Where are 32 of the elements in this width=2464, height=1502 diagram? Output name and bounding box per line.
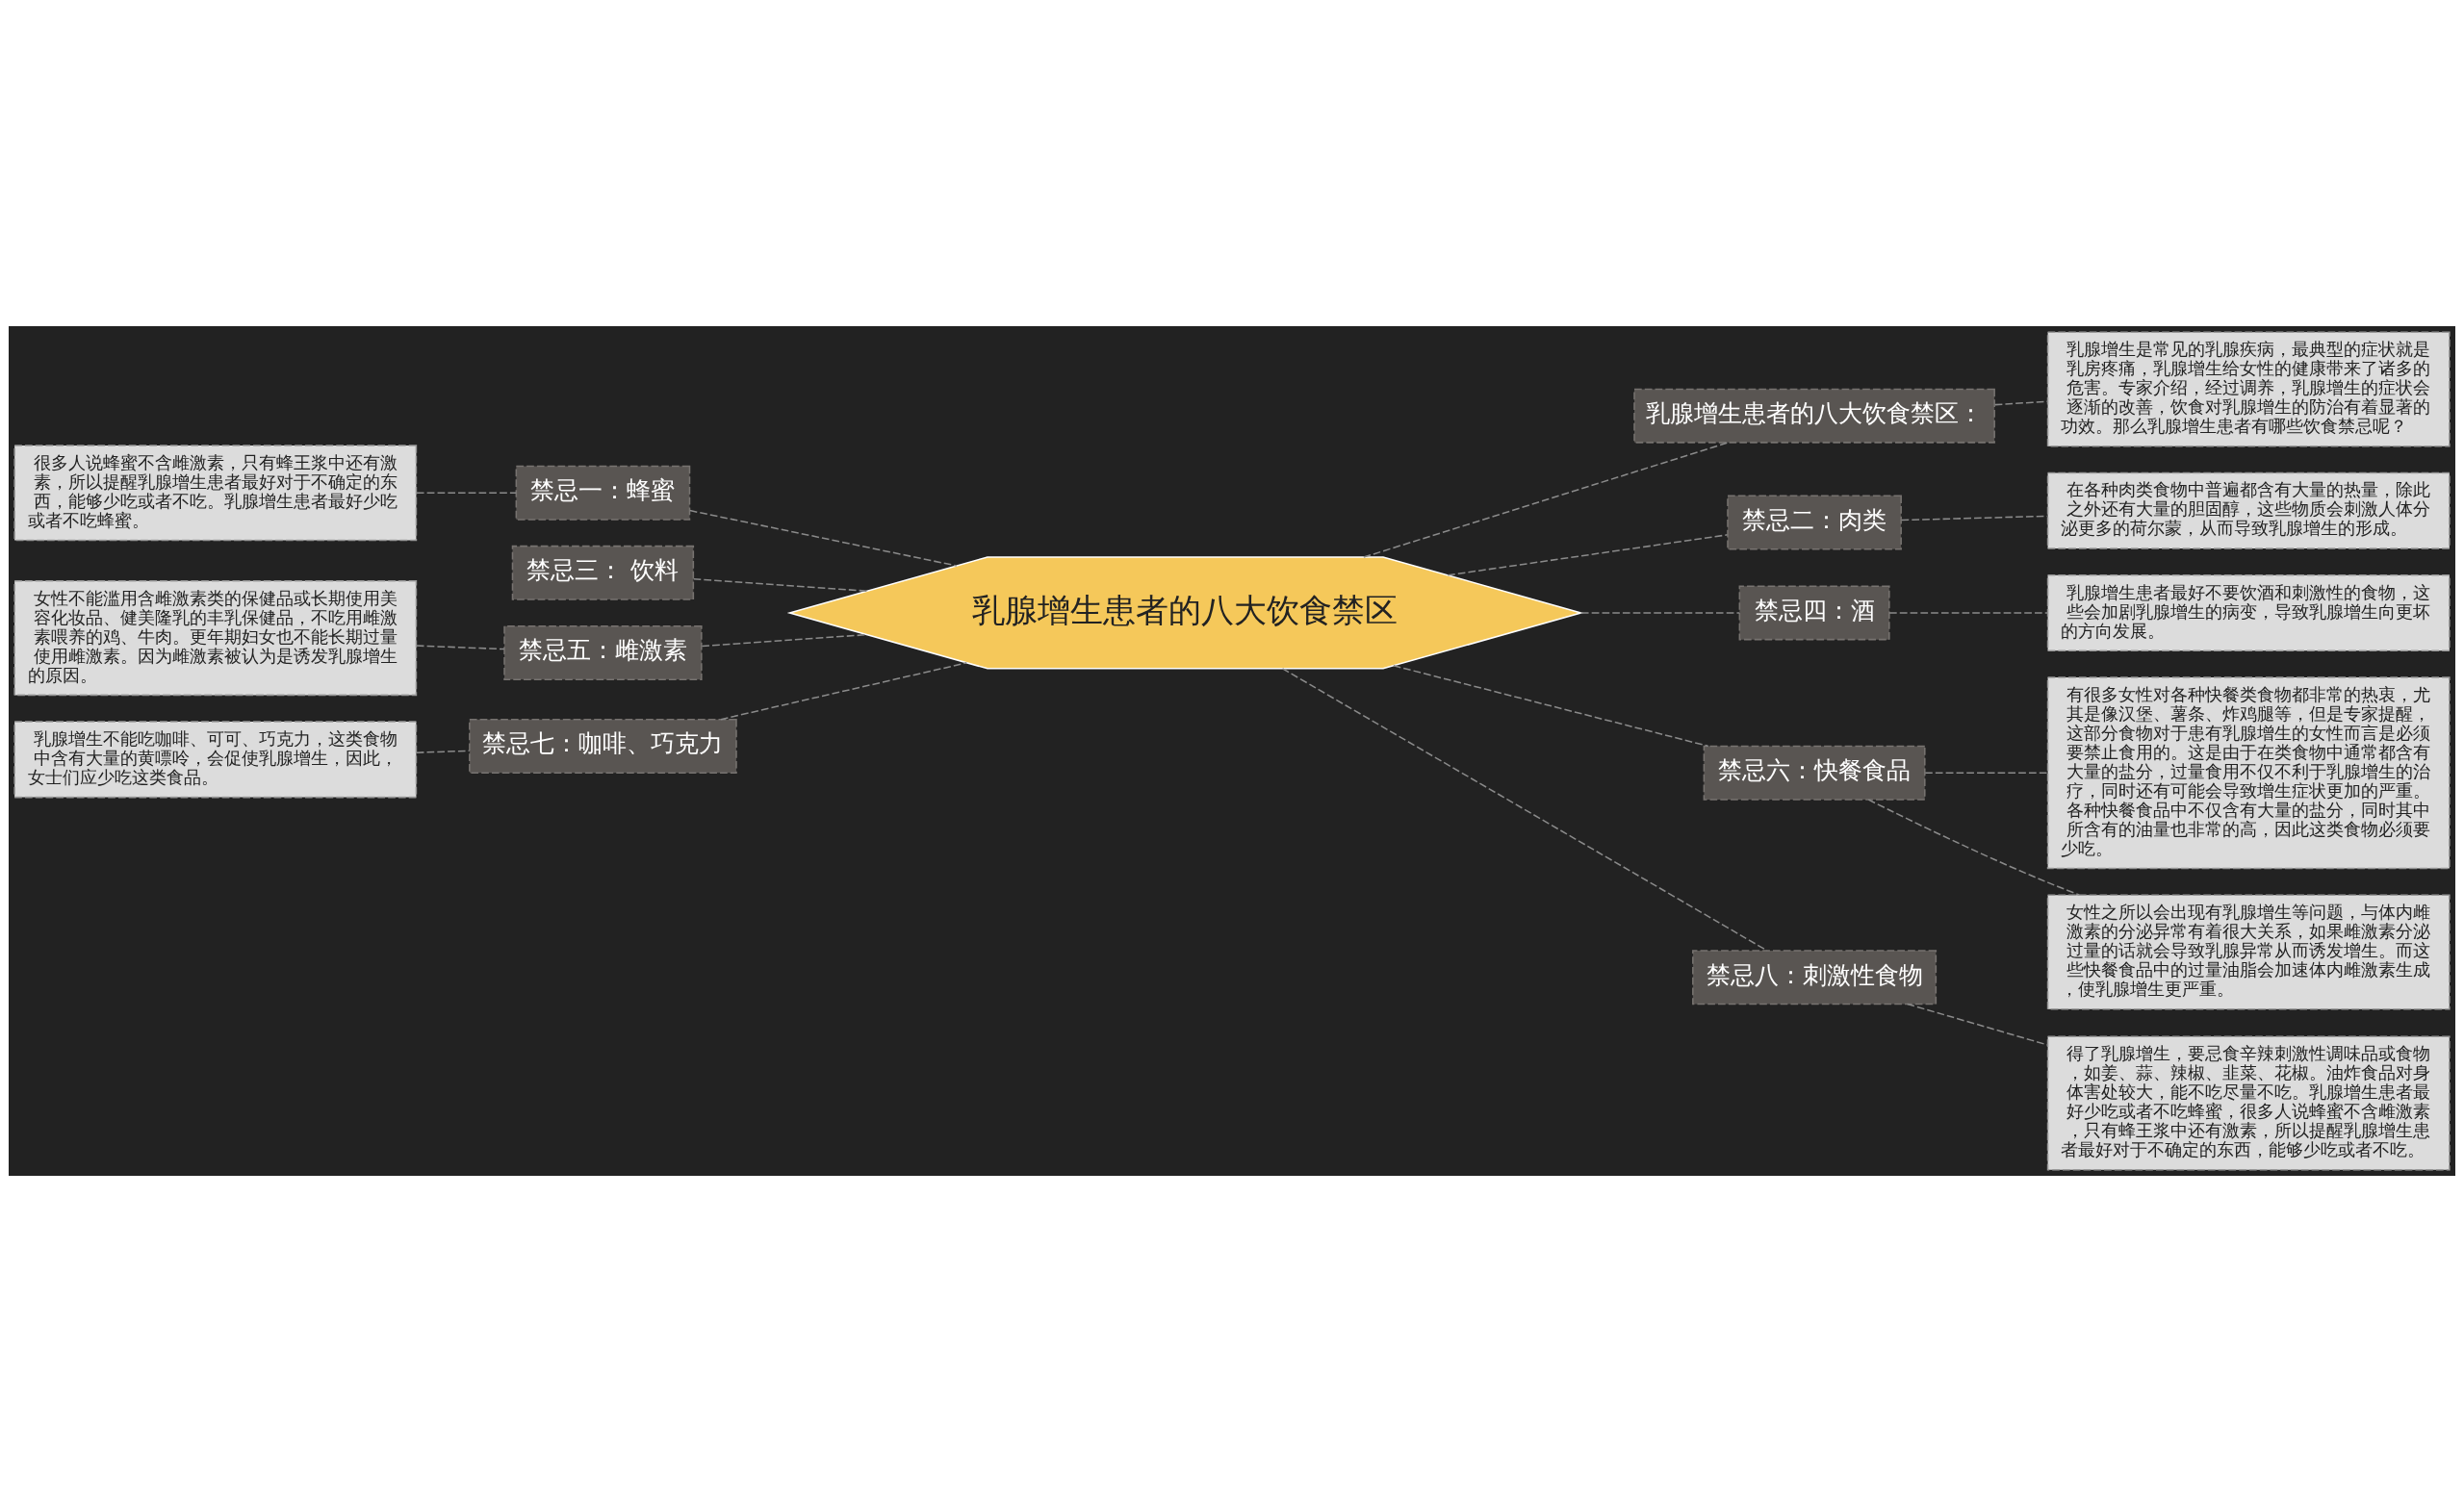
node-box: 禁忌一：蜂蜜 bbox=[515, 465, 691, 521]
connector bbox=[1447, 534, 1729, 576]
node-box: 禁忌六：快餐食品 bbox=[1703, 745, 1926, 801]
connector bbox=[415, 750, 471, 753]
node-box: 乳腺增生患者的八大饮食禁区： bbox=[1633, 388, 1995, 444]
node-box: 得了乳腺增生，要忌食辛辣刺激性调味品或食物，如姜、蒜、辣椒、韭菜、花椒。油炸食品对身体害处较大，能不吃尽量不吃。乳腺增生患者最好少吃或者不吃蜂蜜，很多人说蜂蜜不含雌激素，只有蜂王浆中还有激素，所以提醒乳腺增生患者最好对于不确定的东西，能够少吃或者不吃。 bbox=[2046, 1035, 2451, 1171]
connector bbox=[1363, 442, 1729, 558]
connector bbox=[720, 662, 968, 721]
connector bbox=[1888, 612, 2049, 614]
connector bbox=[415, 645, 505, 650]
node-box: 乳腺增生不能吃咖啡、可可、巧克力，这类食物中含有大量的黄嘌呤，会促使乳腺增生，因此，女士们应少吃这类食品。 bbox=[13, 721, 418, 799]
connector bbox=[692, 578, 868, 592]
connector bbox=[1867, 799, 2080, 896]
node-box: 很多人说蜂蜜不含雌激素，只有蜂王浆中还有激素，所以提醒乳腺增生患者最好对于不确定的东西，能够少吃或者不吃。乳腺增生患者最好少吃或者不吃蜂蜜。 bbox=[13, 445, 418, 542]
connector bbox=[1924, 772, 2049, 774]
connector bbox=[415, 492, 518, 494]
connector bbox=[1579, 612, 1740, 614]
node-box: 禁忌四：酒 bbox=[1738, 585, 1890, 641]
node-box: 乳腺增生是常见的乳腺疾病，最典型的症状就是乳房疼痛，乳腺增生给女性的健康带来了诸多的危害。专家介绍，经过调养，乳腺增生的症状会逐渐的改善，饮食对乳腺增生的防治有着显著的功效。那么乳腺增生患者有哪些饮食禁忌呢？ bbox=[2046, 331, 2451, 447]
node-box: 禁忌三： 饮料 bbox=[511, 545, 695, 600]
node-box: 禁忌八：刺激性食物 bbox=[1692, 950, 1938, 1006]
node-box: 有很多女性对各种快餐类食物都非常的热衷，尤其是像汉堡、薯条、炸鸡腿等，但是专家提醒，这部分食物对于患有乳腺增生的女性而言是必须要禁止食用的。这是由于在类食物中通常都含有大量的盐分，过量食用不仅不利于乳腺增生的治疗，同时还有可能会导致增生症状更加的严重。各种快餐食品中不仅含有大量的盐分，同时其中所含有的油量也非常的高，因此这类食物必须要少吃。 bbox=[2046, 676, 2451, 870]
node-box: 禁忌二：肉类 bbox=[1727, 495, 1902, 550]
node-box: 禁忌五：雌激素 bbox=[503, 625, 703, 680]
connector bbox=[689, 509, 958, 567]
connector bbox=[1393, 665, 1709, 748]
node-box: 乳腺增生患者最好不要饮酒和刺激性的食物，这些会加剧乳腺增生的病变，导致乳腺增生向更坏的方向发展。 bbox=[2046, 573, 2451, 651]
node-box: 禁忌七：咖啡、巧克力 bbox=[469, 719, 737, 774]
connector bbox=[1906, 1003, 2049, 1046]
node-box: 女性不能滥用含雌激素类的保健品或长期使用美容化妆品、健美隆乳的丰乳保健品，不吃用雌激素喂养的鸡、牛肉。更年期妇女也不能长期过量使用雌激素。因为雌激素被认为是诱发乳腺增生的原因。 bbox=[13, 580, 418, 697]
node-box: 女性之所以会出现有乳腺增生等问题，与体内雌激素的分泌异常有着很大关系，如果雌激素分泌过量的话就会导致乳腺异常从而诱发增生。而这些快餐食品中的过量油脂会加速体内雌激素生成，使乳腺增生更严重。 bbox=[2046, 894, 2451, 1010]
node-box: 在各种肉类食物中普遍都含有大量的热量，除此之外还有大量的胆固醇，这些物质会刺激人体分泌更多的荷尔蒙，从而导致乳腺增生的形成。 bbox=[2046, 471, 2451, 549]
